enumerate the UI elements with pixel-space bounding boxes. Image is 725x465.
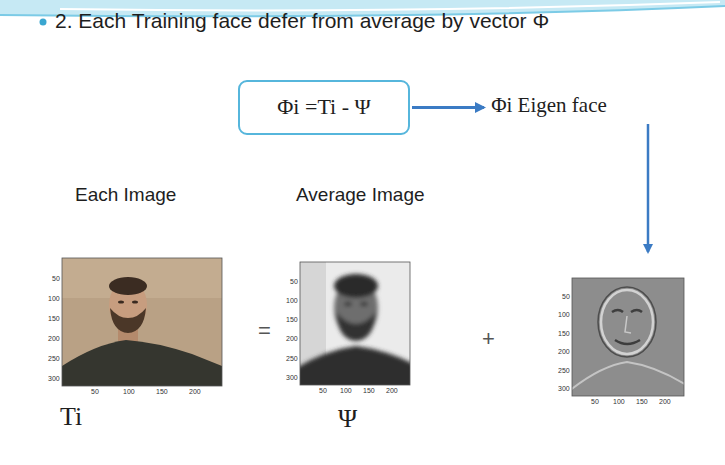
eigenface-label: Φi Eigen face <box>488 90 610 122</box>
photo-beard <box>110 308 146 333</box>
photo-eye <box>132 300 138 303</box>
axis-tick-label: 100 <box>123 388 135 395</box>
axis-tick-label: 200 <box>48 335 60 342</box>
training-face-photo <box>62 258 222 386</box>
axis-tick-label: 200 <box>286 335 298 342</box>
axis-tick-label: 50 <box>91 388 99 395</box>
eigen-ground <box>572 278 684 396</box>
eigen-eyes <box>612 310 642 312</box>
axis-tick-label: 150 <box>156 388 168 395</box>
axis-tick-label: 250 <box>286 355 298 362</box>
axis-tick-label: 50 <box>319 387 327 394</box>
axes-frame <box>300 262 410 385</box>
axis-tick-label: 50 <box>591 398 599 405</box>
axes-frame <box>572 278 684 396</box>
axis-tick-label: 100 <box>48 295 60 302</box>
axis-tick-label: 300 <box>286 374 298 381</box>
image-symbol: Ψ <box>338 404 357 434</box>
average-face-blur <box>300 274 410 385</box>
axis-tick-label: 100 <box>286 297 298 304</box>
column-heading: Average Image <box>296 184 425 206</box>
axis-tick-label: 100 <box>340 387 352 394</box>
axis-tick-label: 100 <box>613 398 625 405</box>
axis-tick-label: 150 <box>558 330 570 337</box>
average-eye <box>360 302 368 306</box>
eigen-shoulders <box>572 362 684 392</box>
axis-tick-label: 200 <box>558 348 570 355</box>
eigen-face-outline <box>601 290 653 354</box>
image-symbol: Ti <box>60 402 82 432</box>
axes-frame <box>62 258 222 386</box>
eigenface-image <box>572 278 684 396</box>
axis-tick-label: 150 <box>363 387 375 394</box>
arrow-connector <box>412 106 484 109</box>
plus-sign: + <box>482 326 495 352</box>
photo-hair <box>109 277 147 295</box>
axis-tick-label: 200 <box>659 398 671 405</box>
bullet-dot <box>40 19 47 26</box>
equals-sign: = <box>258 318 271 344</box>
average-beard <box>336 312 376 341</box>
average-hair <box>334 274 378 298</box>
axis-tick-label: 200 <box>189 388 201 395</box>
node-text: Φi Eigen face <box>491 93 607 118</box>
axis-tick-label: 300 <box>48 375 60 382</box>
axis-tick-label: 300 <box>558 385 570 392</box>
column-heading: Each Image <box>75 184 176 206</box>
photo-eye <box>118 300 124 303</box>
average-body <box>300 346 410 385</box>
eigen-mouth <box>615 340 640 344</box>
axis-tick-label: 100 <box>558 311 570 318</box>
axis-tick-label: 150 <box>636 398 648 405</box>
axis-tick-label: 150 <box>48 315 60 322</box>
photo-wall-top <box>62 258 222 298</box>
axis-tick-label: 250 <box>558 367 570 374</box>
average-face-image <box>300 262 410 385</box>
axis-tick-label: 50 <box>52 275 60 282</box>
average-eye <box>344 302 352 306</box>
axis-tick-label: 50 <box>290 278 298 285</box>
down-arrow <box>647 124 650 252</box>
eigen-nose <box>625 316 631 333</box>
eigen-face-shadow <box>598 287 656 357</box>
axis-tick-label: 200 <box>386 387 398 394</box>
formula-box: Φi =Ti - Ψ <box>238 80 410 135</box>
slide-title: 2. Each Training face defer from average… <box>55 9 549 33</box>
axis-tick-label: 150 <box>286 316 298 323</box>
axis-tick-label: 250 <box>48 355 60 362</box>
node-text: Φi =Ti - Ψ <box>277 94 370 120</box>
photo-sweater <box>62 340 222 386</box>
axis-tick-label: 50 <box>562 293 570 300</box>
